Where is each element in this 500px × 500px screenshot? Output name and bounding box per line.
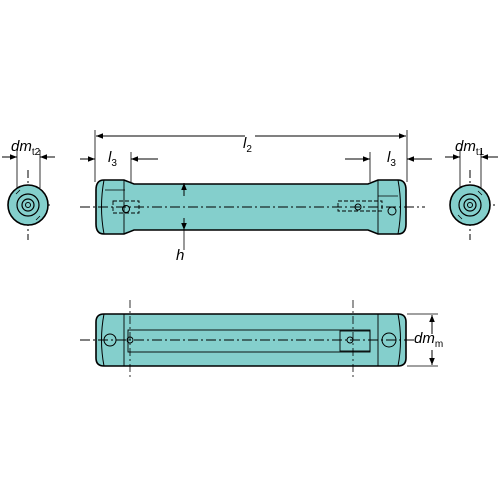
dm-t1-dimension: dmt1 bbox=[445, 138, 498, 188]
left-end-view bbox=[7, 170, 52, 240]
l2-label: l2 bbox=[243, 135, 252, 155]
right-end-view bbox=[449, 170, 495, 240]
dm-t2-label: dmt2 bbox=[11, 138, 41, 158]
top-side-view bbox=[80, 179, 425, 235]
l3-left-dimension: l3 bbox=[80, 149, 158, 182]
l3-right-dimension: l3 bbox=[345, 149, 432, 182]
h-dimension: h bbox=[176, 183, 187, 264]
h-label: h bbox=[176, 247, 184, 264]
l3-left-label: l3 bbox=[108, 149, 117, 169]
l2-dimension: l2 bbox=[94, 130, 408, 182]
bottom-side-view bbox=[80, 300, 415, 380]
l3-right-label: l3 bbox=[387, 149, 396, 169]
dm-t1-label: dmt1 bbox=[455, 138, 485, 158]
dm-t2-dimension: dmt2 bbox=[2, 138, 55, 188]
dm-m-label: dmm bbox=[414, 330, 443, 350]
dm-m-dimension: dmm bbox=[407, 313, 443, 367]
